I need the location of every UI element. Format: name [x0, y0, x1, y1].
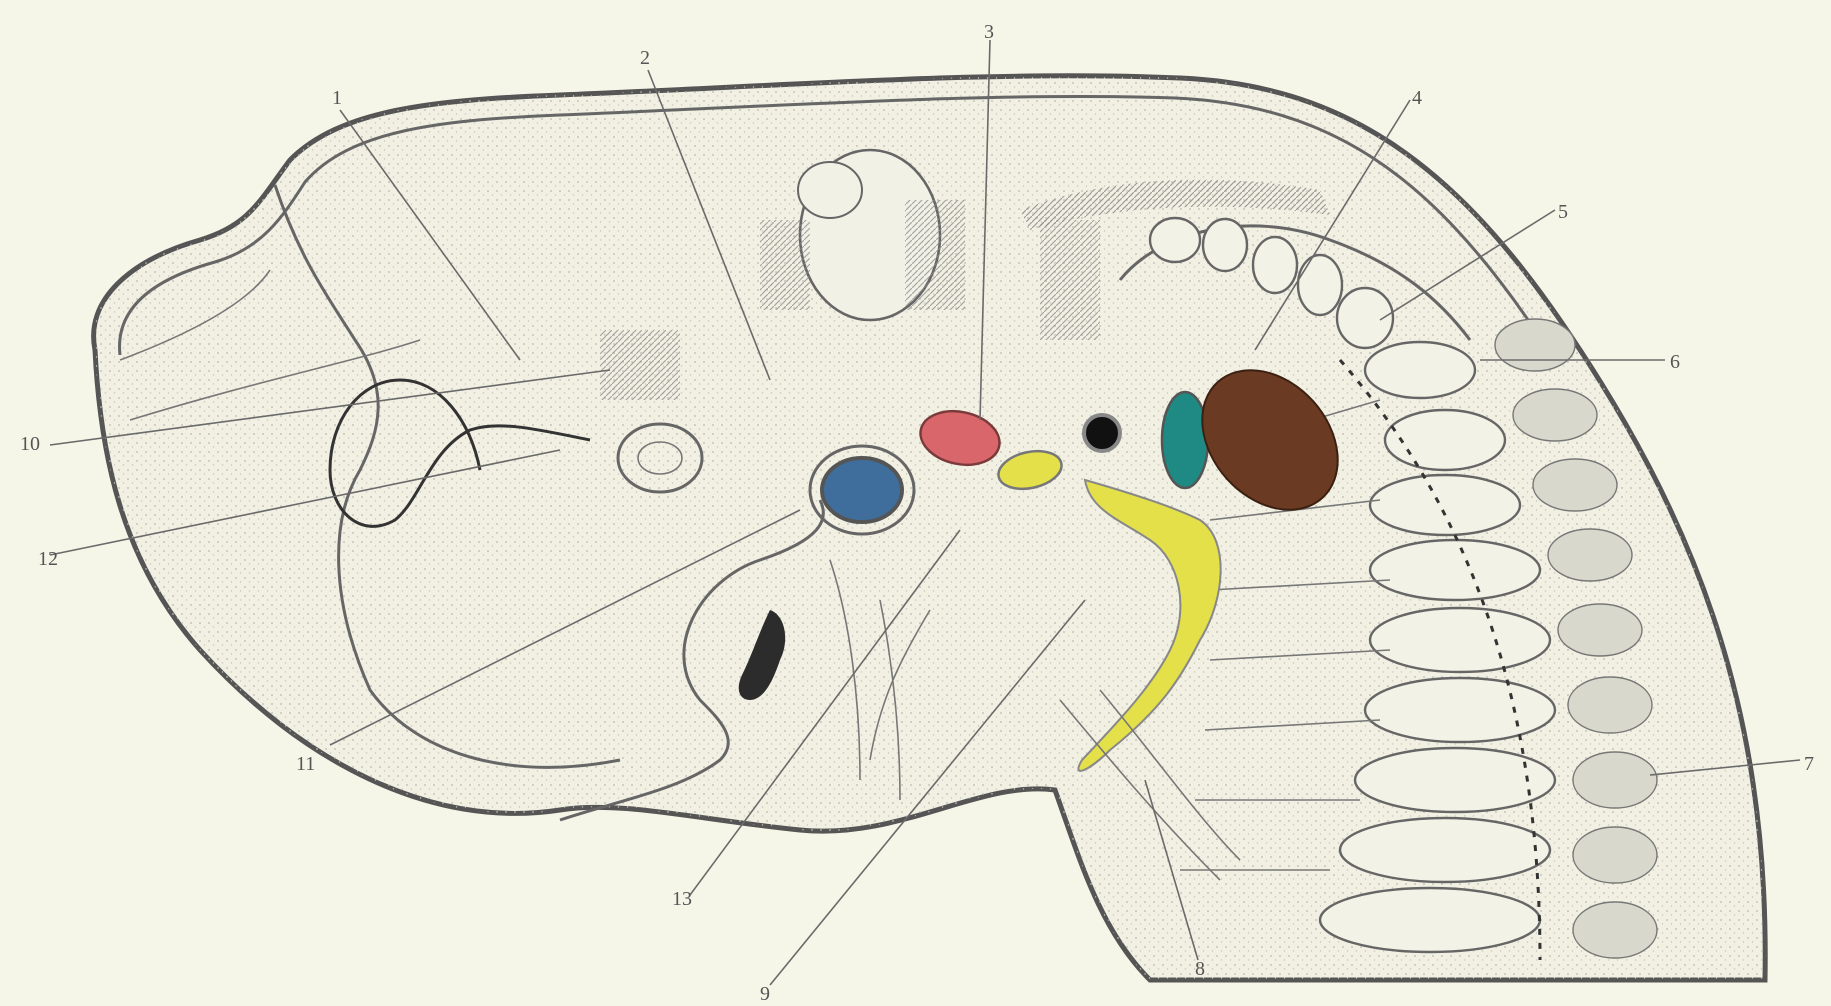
label-12: 12: [38, 548, 58, 570]
label-4: 4: [1412, 87, 1422, 109]
label-11: 11: [296, 753, 315, 775]
teal-structure: [1162, 392, 1208, 488]
upper-oval-top: [798, 162, 862, 218]
label-6: 6: [1670, 351, 1680, 373]
label-10: 10: [20, 433, 40, 455]
black-dot: [1084, 415, 1120, 451]
label-8: 8: [1195, 958, 1205, 980]
label-1: 1: [332, 87, 342, 109]
blue-structure: [822, 458, 902, 522]
label-3: 3: [984, 21, 994, 43]
label-5: 5: [1558, 201, 1568, 223]
label-2: 2: [640, 47, 650, 69]
label-7: 7: [1804, 753, 1814, 775]
label-13: 13: [672, 888, 692, 910]
label-9: 9: [760, 983, 770, 1005]
